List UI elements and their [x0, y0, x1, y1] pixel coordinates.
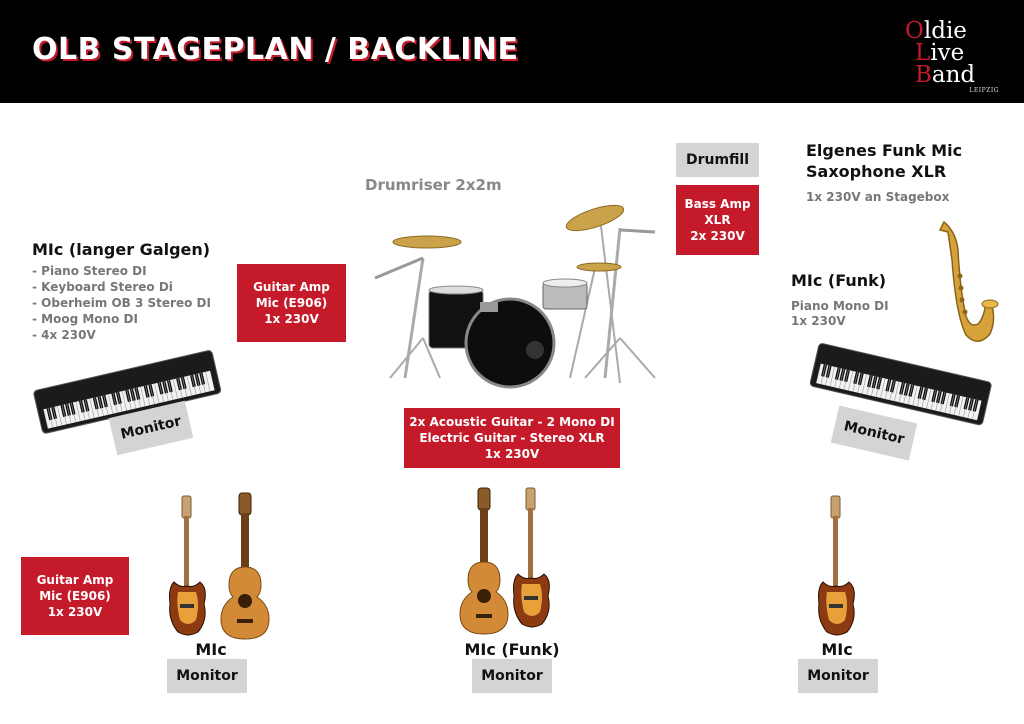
center-front-line1: 2x Acoustic Guitar - 2 Mono DI: [409, 415, 615, 429]
guitar-amp-center-box: Guitar Amp Mic (E906) 1x 230V: [237, 264, 346, 342]
bass-guitar-icon: [513, 487, 550, 628]
monitor-front-left: Monitor: [167, 659, 247, 693]
center-front-box: 2x Acoustic Guitar - 2 Mono DI Electric …: [404, 408, 620, 468]
guitar-amp-left-line3: 1x 230V: [47, 605, 103, 619]
page-title: OLB STAGEPLAN / BACKLINE: [32, 32, 519, 67]
left-keys-item-5: - 4x 230V: [32, 328, 96, 342]
front-center-mic-label: MIc (Funk): [464, 640, 560, 659]
front-right-mic-label: MIc: [821, 640, 853, 659]
guitar-amp-left-line2: Mic (E906): [39, 589, 111, 603]
bass-amp-line1: Bass Amp: [684, 197, 751, 211]
sax-power: 1x 230V an Stagebox: [806, 190, 950, 204]
guitar-amp-center-line3: 1x 230V: [264, 312, 319, 326]
monitor-front-center: Monitor: [472, 659, 552, 693]
guitar-amp-left-line1: Guitar Amp: [36, 573, 114, 587]
bass-guitar-icon: [818, 495, 855, 636]
guitar-amp-center-line1: Guitar Amp: [253, 280, 330, 294]
acoustic-guitar-icon: [459, 487, 509, 635]
band-logo: Oldie Live Band LEIPZIG: [905, 18, 1005, 95]
monitor-front-right: Monitor: [798, 659, 878, 693]
logo-line-band: Band: [915, 62, 976, 88]
saxophone-icon: [938, 220, 999, 342]
bass-amp-box: Bass Amp XLR 2x 230V: [676, 185, 759, 255]
logo-line-live: Live: [915, 40, 965, 66]
sax-mic-title: Elgenes Funk Mic: [806, 141, 963, 160]
sax-xlr-title: Saxophone XLR: [806, 162, 947, 181]
left-keys-item-1: - Piano Stereo DI: [32, 264, 147, 278]
left-keys-item-4: - Moog Mono DI: [32, 312, 138, 326]
left-keys-item-3: - Oberheim OB 3 Stereo DI: [32, 296, 211, 310]
drumriser-label: Drumriser 2x2m: [365, 176, 502, 194]
guitar-amp-left-box: Guitar Amp Mic (E906) 1x 230V: [21, 557, 129, 635]
acoustic-guitar-icon: [220, 492, 270, 640]
logo-line-oldie: Oldie: [905, 18, 967, 44]
guitar-amp-center-line2: Mic (E906): [255, 296, 328, 310]
drumfill-box: Drumfill: [676, 143, 759, 177]
center-front-line2: Electric Guitar - Stereo XLR: [419, 431, 605, 445]
right-keys-item-1: Piano Mono DI: [791, 299, 889, 313]
right-keys-item-2: 1x 230V: [791, 314, 846, 328]
left-keys-item-2: - Keyboard Stereo Di: [32, 280, 173, 294]
front-left-mic-label: MIc: [195, 640, 227, 659]
keyboard-icon: [809, 343, 992, 426]
drum-kit-icon: [374, 204, 656, 389]
left-keys-title: MIc (langer Galgen): [32, 240, 211, 259]
bass-amp-line3: 2x 230V: [690, 229, 745, 243]
right-keys-title: MIc (Funk): [791, 271, 887, 290]
keyboard-icon: [33, 350, 222, 434]
center-front-line3: 1x 230V: [484, 447, 540, 461]
logo-subtitle: LEIPZIG: [969, 87, 999, 94]
bass-guitar-icon: [169, 495, 206, 636]
header-bar: OLB STAGEPLAN / BACKLINE Oldie Live Band…: [0, 0, 1024, 103]
bass-amp-line2: XLR: [704, 213, 731, 227]
